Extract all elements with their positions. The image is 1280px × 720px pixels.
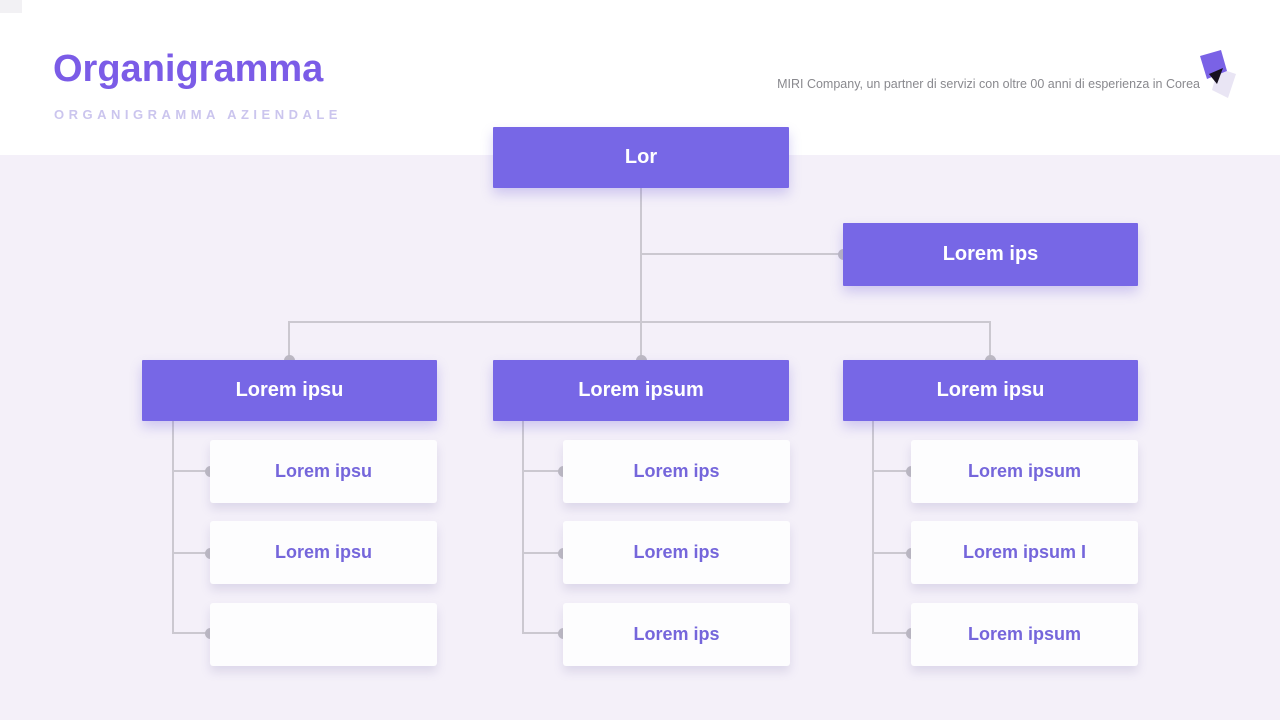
org-node-label: Lorem ipsu (274, 542, 372, 562)
org-node-label: Lorem ips (942, 243, 1039, 265)
org-node-label: Lorem ips (633, 461, 720, 481)
org-node-child: Lorem ips (563, 521, 790, 584)
connector-line (872, 552, 913, 554)
connector-line (172, 470, 212, 472)
connector-line (288, 321, 290, 360)
company-tagline: MIRI Company, un partner di servizi con … (777, 77, 1200, 91)
org-node-branch-2: Lorem ipsum (493, 360, 789, 421)
org-node-label: Lorem ipsum (578, 379, 704, 401)
connector-line (640, 188, 642, 360)
connector-line (172, 632, 212, 634)
org-node-label: Lorem ipsum I (962, 542, 1087, 562)
connector-line (172, 421, 174, 634)
org-node-label: Lorem ipsu (274, 461, 372, 481)
org-node-branch-3: Lorem ipsu (843, 360, 1138, 421)
connector-line (872, 632, 913, 634)
org-node-label: Lorem ips (633, 624, 720, 644)
connector-line (872, 470, 913, 472)
connector-line (872, 421, 874, 634)
org-node-label: Lorem ipsu (235, 379, 344, 401)
connector-line (522, 470, 565, 472)
org-node-child: Lorem ipsum (911, 440, 1138, 503)
connector-line (289, 321, 991, 323)
connector-line (989, 321, 991, 360)
org-node-child: Lorem ipsu (210, 440, 437, 503)
org-node-child: Lorem ipsum I (911, 521, 1138, 584)
miri-logo-icon (1200, 50, 1236, 98)
org-node-label: Lorem ipsum (967, 461, 1082, 481)
connector-line (641, 253, 843, 255)
org-node-child: Lorem ipsu (210, 521, 437, 584)
connector-line (172, 552, 212, 554)
org-node-label: Lorem ipsum (967, 624, 1082, 644)
org-node-child: Lorem ips (563, 603, 790, 666)
org-node-label: Lorem ipsu (936, 379, 1045, 401)
connector-line (522, 552, 565, 554)
connector-line (522, 632, 565, 634)
org-node-root: Lor (493, 127, 789, 188)
org-node-label: Lor (624, 146, 658, 168)
org-node-branch-1: Lorem ipsu (142, 360, 437, 421)
page-title: Organigramma (53, 48, 324, 90)
org-node-child (210, 603, 437, 666)
org-node-side-branch: Lorem ips (843, 223, 1138, 286)
page-subtitle: ORGANIGRAMMA AZIENDALE (54, 107, 342, 122)
org-node-child: Lorem ips (563, 440, 790, 503)
org-node-label: Lorem ips (633, 542, 720, 562)
corner-decoration (0, 0, 22, 13)
org-node-child: Lorem ipsum (911, 603, 1138, 666)
connector-line (522, 421, 524, 634)
